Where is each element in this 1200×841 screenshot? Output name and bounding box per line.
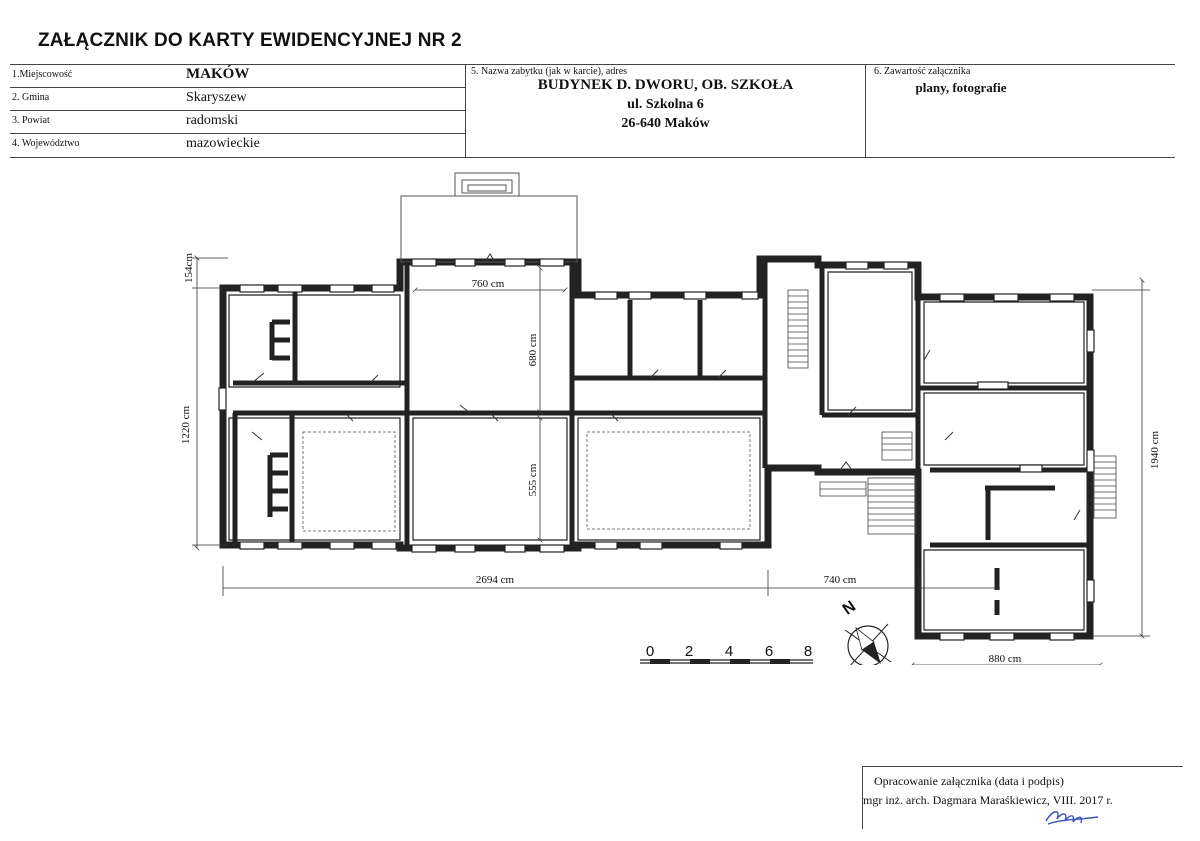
form-row-divider (10, 110, 465, 111)
form-top-border (10, 64, 1175, 65)
floor-plan: 154cm 1220 cm 760 cm 680 cm 555 cm 2694 … (180, 172, 1161, 665)
form-label-commune: 2. Gmina (12, 92, 50, 103)
signature-box: Opracowanie załącznika (data i podpis) m… (862, 766, 1183, 829)
interior-walls (232, 262, 1090, 548)
scale-label: 6 (765, 643, 773, 660)
form-value-county: radomski (186, 113, 239, 128)
form-row-divider (10, 87, 465, 88)
page-title: ZAŁĄCZNIK DO KARTY EWIDENCYJNEJ NR 2 (38, 30, 462, 51)
scale-label: 4 (725, 643, 733, 660)
form-header: 1.Miejscowość MAKÓW 2. Gmina Skaryszew 3… (10, 64, 1175, 158)
toilet-stalls (267, 319, 1000, 615)
staircases (787, 289, 1117, 535)
dim-740: 740 cm (824, 574, 857, 586)
dim-2694: 2694 cm (476, 574, 515, 586)
dim-760: 760 cm (472, 278, 505, 290)
scale-label: 0 (646, 643, 654, 660)
dimension-lines (192, 258, 1150, 665)
form-label-contents: 6. Zawartość załącznika (874, 66, 971, 77)
form-label-monument-name: 5. Nazwa zabytku (jak w karcie), adres (471, 66, 628, 77)
form-bottom-border (10, 157, 1175, 158)
north-arrow-icon: N (840, 598, 892, 665)
signature-author: mgr inż. arch. Dagmara Maraśkiewicz, VII… (863, 793, 1113, 807)
dim-1940: 1940 cm (1149, 430, 1161, 469)
form-value-contents: plany, fotografie (915, 80, 1007, 95)
form-label-county: 3. Powiat (12, 115, 50, 126)
scale-bar: 0 2 4 6 8 (640, 643, 813, 664)
form-label-locality: 1.Miejscowość (12, 69, 73, 80)
signature-caption: Opracowanie załącznika (data i podpis) (874, 774, 1064, 788)
handwritten-signature (1045, 811, 1099, 825)
form-value-commune: Skaryszew (186, 90, 247, 105)
form-column-divider (465, 64, 466, 158)
dim-880: 880 cm (989, 653, 1022, 665)
monument-postal: 26-640 Maków (621, 116, 710, 131)
outer-walls (219, 255, 1094, 640)
dim-555: 555 cm (527, 463, 539, 496)
door-swings (251, 253, 1081, 521)
north-label: N (840, 598, 859, 619)
form-label-voivodeship: 4. Województwo (12, 138, 80, 149)
form-column-divider (865, 64, 866, 158)
monument-name: BUDYNEK D. DWORU, OB. SZKOŁA (537, 77, 794, 93)
form-value-voivodeship: mazowieckie (186, 136, 260, 151)
monument-street: ul. Szkolna 6 (627, 97, 704, 112)
windows (218, 258, 1095, 641)
wall-thickness (228, 271, 1085, 631)
dim-680: 680 cm (527, 333, 539, 366)
dashed-outlines (302, 431, 751, 532)
dim-1220: 1220 cm (180, 405, 192, 444)
dim-154: 154cm (183, 253, 195, 283)
form-row-divider (10, 133, 465, 134)
form-value-locality: MAKÓW (186, 66, 250, 82)
scale-label: 2 (685, 643, 693, 660)
scale-label: 8 (804, 643, 812, 660)
portico (400, 172, 578, 263)
